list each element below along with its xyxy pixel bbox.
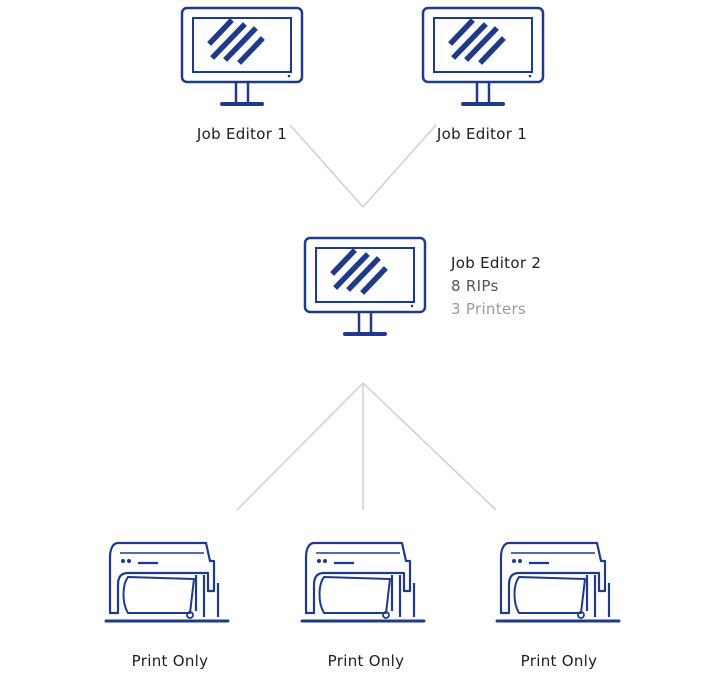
editor-label-left: Job Editor 1 bbox=[196, 125, 288, 143]
monitor-icon bbox=[305, 238, 425, 334]
connectors bbox=[236, 124, 497, 511]
editor-center-info: Job Editor 2 8 RIPs 3 Printers bbox=[451, 252, 541, 321]
printer-label-2: Print Only bbox=[327, 652, 405, 670]
connector-printer-3 bbox=[362, 382, 497, 511]
printer-icon bbox=[495, 541, 621, 623]
editor-label-right: Job Editor 1 bbox=[436, 125, 528, 143]
editor-center-title: Job Editor 2 bbox=[451, 254, 542, 272]
printer-icon bbox=[104, 541, 230, 623]
connector-right-editor bbox=[362, 124, 437, 208]
printer-icon bbox=[300, 541, 426, 623]
printer-label-3: Print Only bbox=[520, 652, 598, 670]
connector-printer-1 bbox=[236, 382, 364, 511]
connector-left-editor bbox=[289, 124, 364, 208]
printer-count: 3 Printers bbox=[451, 300, 527, 318]
printer-label-1: Print Only bbox=[131, 652, 209, 670]
monitor-icon bbox=[423, 8, 543, 104]
rip-count: 8 RIPs bbox=[451, 277, 499, 295]
monitor-icon bbox=[182, 8, 302, 104]
